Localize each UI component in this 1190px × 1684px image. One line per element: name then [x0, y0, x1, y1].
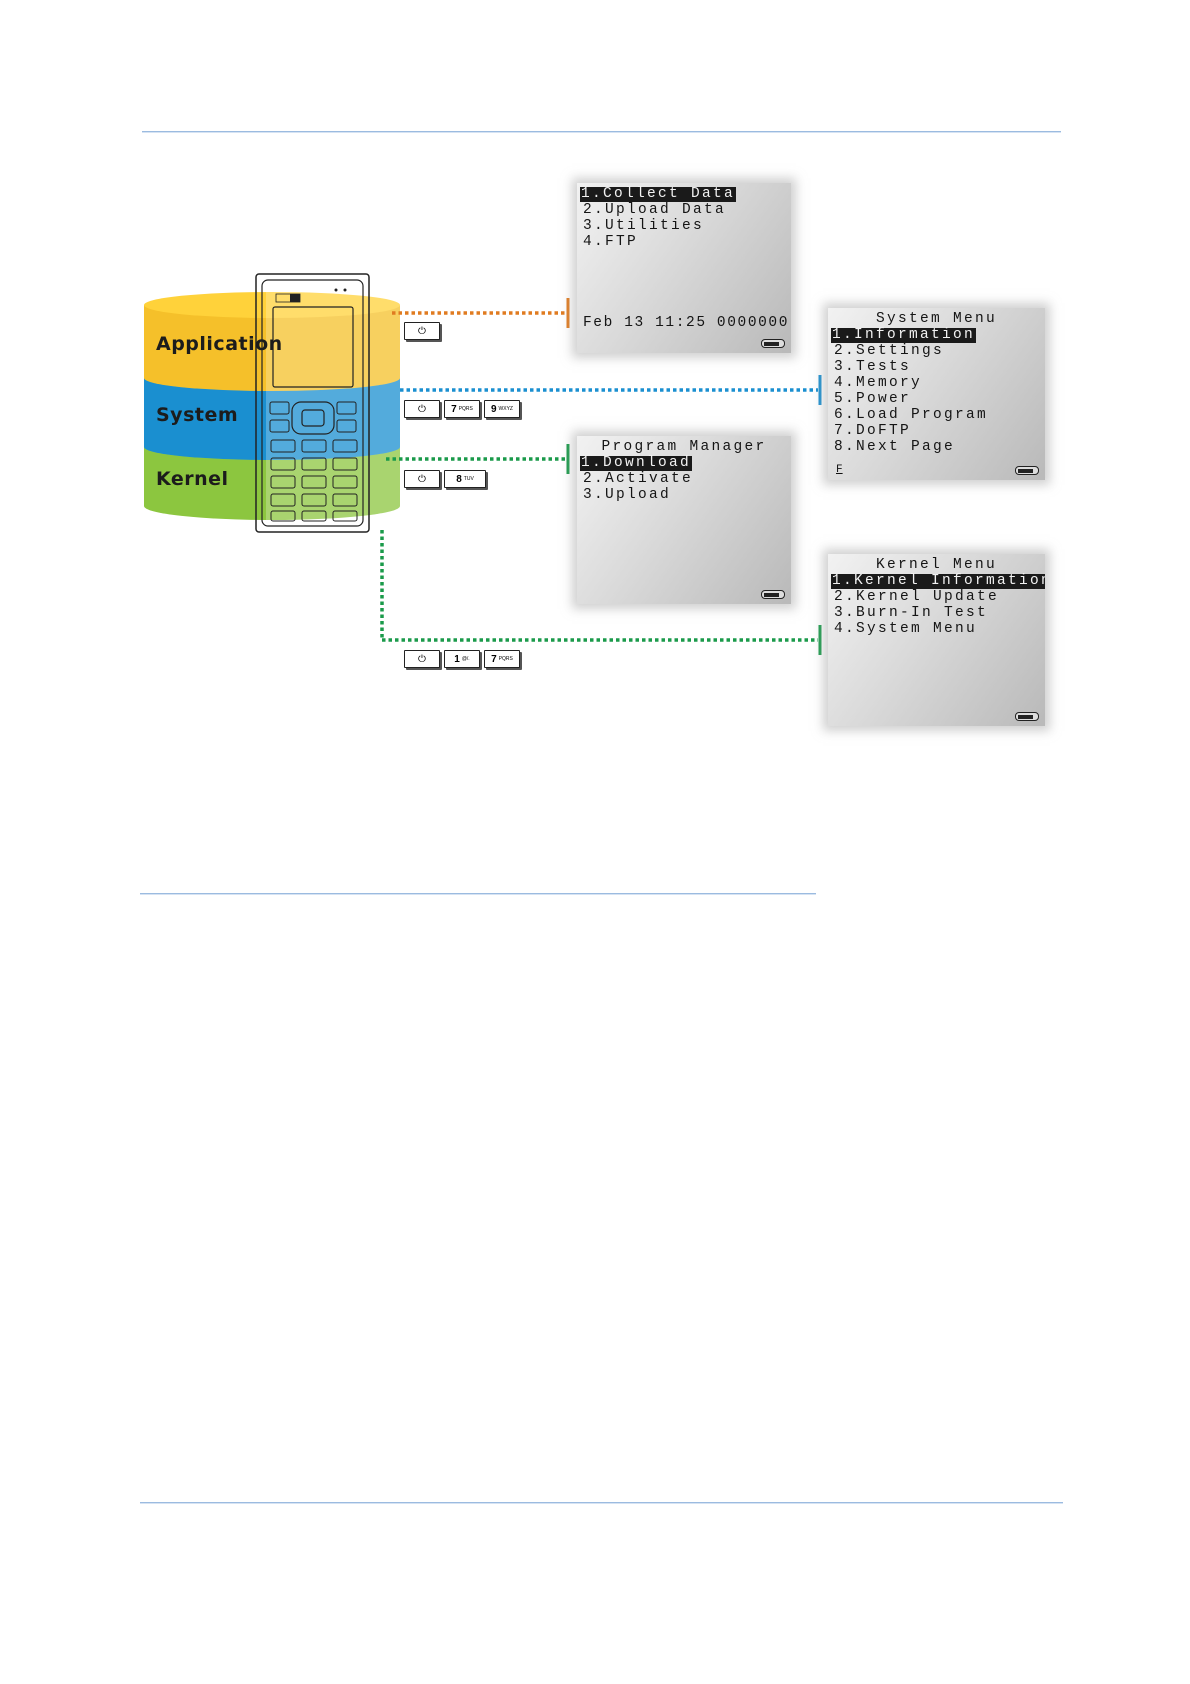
mobile-computer-device [255, 273, 400, 535]
power-icon: ⏻ [418, 403, 426, 415]
application-connector [392, 298, 570, 328]
power-icon: ⏻ [418, 653, 426, 665]
device-screen [272, 306, 354, 388]
application-key-sequence: ⏻ [404, 322, 440, 340]
device-nav-center [301, 409, 325, 427]
menu-item-settings[interactable]: 2.Settings [834, 343, 945, 359]
device-highlight [266, 285, 400, 535]
device-outer-frame [255, 273, 370, 533]
device-led-2 [343, 288, 347, 292]
device-soft-key-right-1 [336, 401, 357, 415]
menu-item-power[interactable]: 5.Power [834, 391, 912, 407]
device-logo-box [290, 294, 300, 302]
menu-item-kernel-update[interactable]: 2.Kernel Update [834, 589, 1000, 605]
power-icon: ⏻ [418, 325, 426, 337]
battery-icon [1015, 712, 1039, 721]
status-datetime: Feb 13 11:25 0000000 [583, 315, 790, 331]
section-rule [140, 893, 816, 895]
menu-item-load-program[interactable]: 6.Load Program [834, 407, 989, 423]
menu-item-next-page[interactable]: 8.Next Page [834, 439, 956, 455]
program-manager-screen: Program Manager 1.Download 2.Activate 3.… [577, 436, 791, 604]
menu-item-doftp[interactable]: 7.DoFTP [834, 423, 912, 439]
device-soft-key-left-2 [269, 419, 290, 433]
system-connector [400, 375, 822, 405]
battery-icon [761, 339, 785, 348]
menu-item-ftp[interactable]: 4.FTP [583, 234, 639, 250]
application-layer-body [144, 305, 400, 391]
power-key: ⏻ [404, 400, 440, 418]
system-layer-label: System [156, 404, 239, 426]
device-soft-key-right-2 [336, 419, 357, 433]
menu-item-utilities[interactable]: 3.Utilities [583, 218, 705, 234]
menu-item-collect-data[interactable]: 1.Collect Data [580, 186, 737, 202]
battery-icon [1015, 466, 1039, 475]
application-layer-label: Application [156, 333, 283, 355]
kernel-layer-body [144, 447, 400, 520]
program-manager-connector [386, 444, 570, 474]
kernel-menu-title: Kernel Menu [875, 557, 997, 573]
power-key: ⏻ [404, 322, 440, 340]
system-menu-screen: System Menu 1.Information 2.Settings 3.T… [828, 308, 1045, 480]
menu-item-information[interactable]: 1.Information [831, 327, 977, 343]
menu-item-burn-in-test[interactable]: 3.Burn-In Test [834, 605, 989, 621]
power-key: ⏻ [404, 650, 440, 668]
kernel-layer-label: Kernel [156, 468, 229, 490]
menu-item-system-menu[interactable]: 4.System Menu [834, 621, 978, 637]
header-rule [142, 131, 1061, 133]
layer-diagram [144, 273, 822, 655]
kernel-menu-screen: Kernel Menu 1.Kernel Information 2.Kerne… [828, 554, 1045, 726]
menu-item-upload[interactable]: 3.Upload [583, 487, 672, 503]
menu-item-download[interactable]: 1.Download [580, 455, 693, 471]
device-keypad [270, 439, 358, 522]
application-menu-screen: 1.Collect Data 2.Upload Data 3.Utilities… [577, 183, 791, 353]
device-led-1 [334, 288, 338, 292]
menu-item-activate[interactable]: 2.Activate [583, 471, 694, 487]
device-nav-cluster [291, 401, 335, 435]
system-menu-title: System Menu [875, 311, 997, 327]
application-layer [144, 292, 400, 391]
menu-item-memory[interactable]: 4.Memory [834, 375, 923, 391]
function-indicator: F [836, 464, 843, 476]
device-soft-key-left-1 [269, 401, 290, 415]
menu-item-kernel-information[interactable]: 1.Kernel Information [831, 574, 1045, 589]
menu-item-upload-data[interactable]: 2.Upload Data [583, 202, 727, 218]
power-key: ⏻ [404, 470, 440, 488]
key-1: 1@/. [444, 650, 480, 668]
battery-icon [761, 590, 785, 599]
device-inner-frame [261, 279, 364, 527]
kernel-connector [380, 530, 822, 655]
footer-rule [140, 1502, 1063, 1504]
power-icon: ⏻ [418, 473, 426, 485]
menu-item-tests[interactable]: 3.Tests [834, 359, 912, 375]
program-manager-title: Program Manager [601, 439, 767, 455]
application-layer-top [144, 292, 400, 318]
